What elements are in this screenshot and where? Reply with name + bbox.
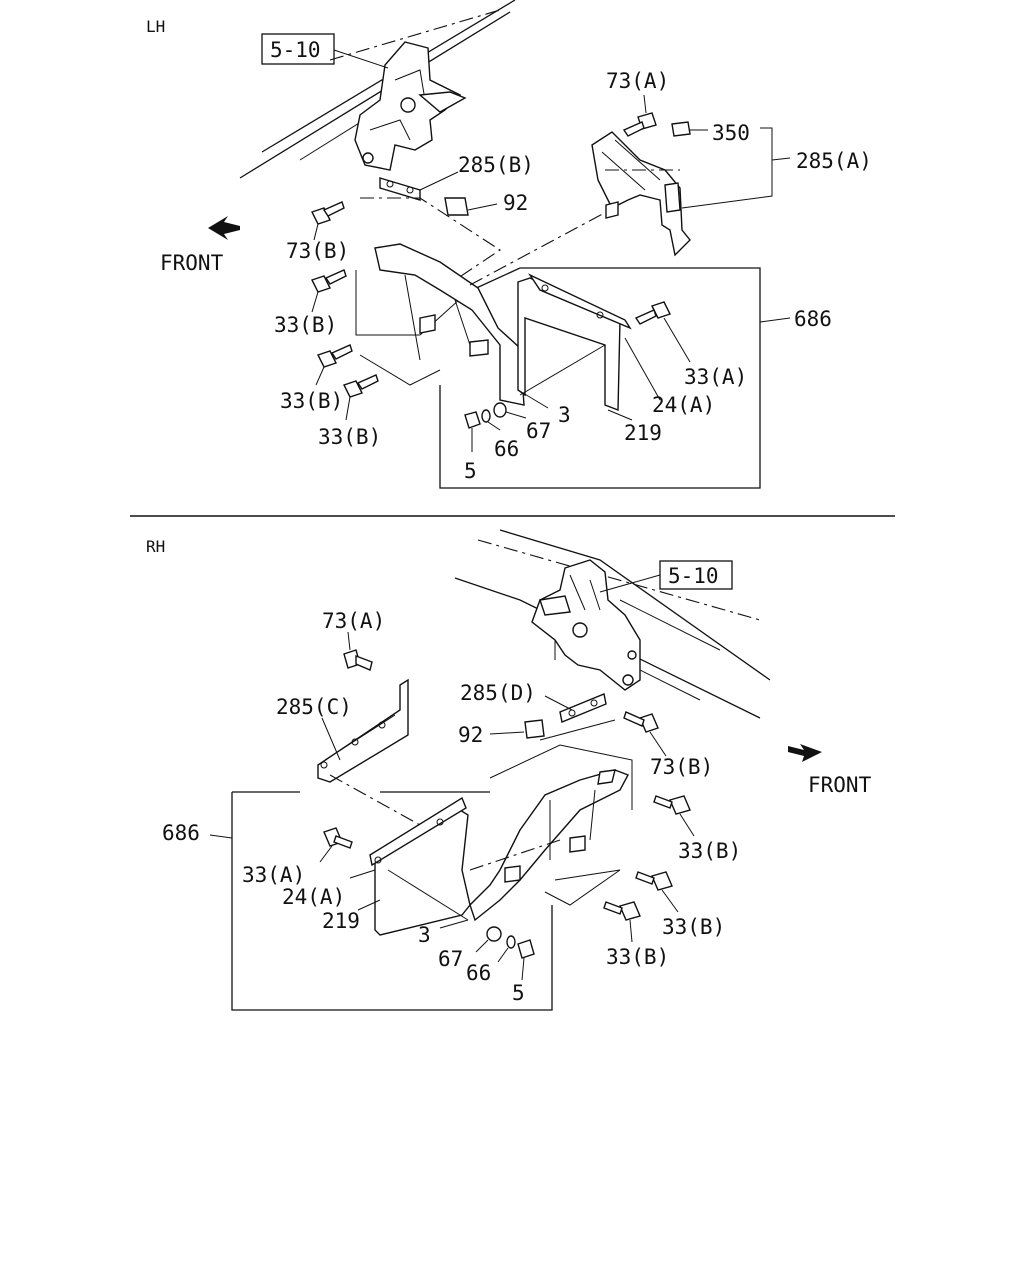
lh-label-33b-3: 33(B)	[318, 425, 381, 449]
rh-label-285c: 285(C)	[276, 695, 352, 719]
rh-label-67: 67	[438, 947, 463, 971]
rh-label-92: 92	[458, 723, 483, 747]
lh-clip-92	[444, 197, 469, 216]
rh-front-arrow-icon	[788, 744, 822, 762]
rh-bracket-285d	[559, 693, 607, 723]
lh-label-24a: 24(A)	[652, 393, 715, 417]
lh-engine-mount	[354, 41, 467, 171]
lh-label-67: 67	[526, 419, 551, 443]
lh-label-92: 92	[503, 191, 528, 215]
rh-bolt-33b-lower	[603, 901, 641, 921]
lh-mudguard-stay	[374, 243, 525, 406]
lh-label-285b: 285(B)	[458, 153, 534, 177]
rh-mudguard-219	[369, 796, 471, 936]
lh-bolt-33a	[634, 301, 671, 325]
lh-section: LH 5-10 FRONT	[146, 0, 872, 489]
lh-bolt-33b-upper	[311, 269, 347, 293]
rh-assembly-box-686[interactable]	[231, 791, 553, 1011]
lh-section-title: LH	[146, 17, 165, 36]
lh-label-3: 3	[558, 403, 571, 427]
lh-washer-67	[493, 402, 507, 418]
rh-bolt-73a	[343, 649, 373, 671]
lh-label-33b-1: 33(B)	[274, 313, 337, 337]
lh-label-73a: 73(A)	[606, 69, 669, 93]
lh-label-350: 350	[712, 121, 750, 145]
lh-ref-box-5-10[interactable]	[261, 33, 335, 65]
lh-ref-box-label: 5-10	[270, 38, 321, 62]
lh-bolt-73b	[311, 201, 345, 225]
lh-assembly-box-686[interactable]	[439, 267, 761, 489]
rh-label-73b: 73(B)	[650, 755, 713, 779]
lh-label-686: 686	[794, 307, 832, 331]
rh-bolt-73b	[623, 711, 659, 733]
rh-label-33b-1: 33(B)	[678, 839, 741, 863]
rh-label-3: 3	[418, 923, 431, 947]
rh-label-686: 686	[162, 821, 200, 845]
rh-label-5: 5	[512, 981, 525, 1005]
rh-label-66: 66	[466, 961, 491, 985]
rh-section-title: RH	[146, 537, 165, 556]
rh-frame-rail	[454, 529, 771, 719]
lh-mudguard-219	[517, 273, 632, 412]
rh-clip-92	[524, 719, 545, 739]
lh-label-plate-350	[671, 121, 691, 137]
lh-bracket-285b	[379, 177, 421, 201]
rh-spring-washer-66	[506, 935, 516, 949]
rh-label-73a: 73(A)	[322, 609, 385, 633]
rh-label-33a: 33(A)	[242, 863, 305, 887]
rh-bolt-33a	[323, 827, 353, 849]
rh-label-33b-2: 33(B)	[662, 915, 725, 939]
rh-bolt-33b-upper	[653, 795, 691, 815]
lh-label-285a: 285(A)	[796, 149, 872, 173]
lh-front-label: FRONT	[160, 251, 224, 275]
lh-nut-5	[464, 411, 481, 429]
rh-label-285d: 285(D)	[460, 681, 536, 705]
lh-bolt-73a	[622, 112, 657, 137]
rh-label-33b-3: 33(B)	[606, 945, 669, 969]
lh-bolt-33b-lower	[343, 374, 379, 398]
rh-bolt-33b-middle	[635, 871, 673, 891]
rh-section: RH 5-10 FRONT	[146, 529, 872, 1011]
lh-front-arrow-icon	[208, 216, 240, 240]
rh-label-219: 219	[322, 909, 360, 933]
lh-label-73b: 73(B)	[286, 239, 349, 263]
lh-label-33b-2: 33(B)	[280, 389, 343, 413]
rh-mudguard-stay	[469, 769, 629, 922]
lh-label-219: 219	[624, 421, 662, 445]
lh-label-5: 5	[464, 459, 477, 483]
rh-nut-5	[517, 939, 535, 959]
rh-front-label: FRONT	[808, 773, 872, 797]
rh-ref-box-label: 5-10	[668, 564, 719, 588]
lh-spring-washer-66	[481, 409, 491, 423]
lh-bolt-33b-middle	[317, 344, 353, 368]
lh-bracket-285a	[591, 131, 691, 257]
rh-label-24a: 24(A)	[282, 885, 345, 909]
lh-label-33a: 33(A)	[684, 365, 747, 389]
rh-engine-mount	[531, 559, 641, 691]
rh-washer-67	[486, 926, 502, 942]
lh-label-66: 66	[494, 437, 519, 461]
